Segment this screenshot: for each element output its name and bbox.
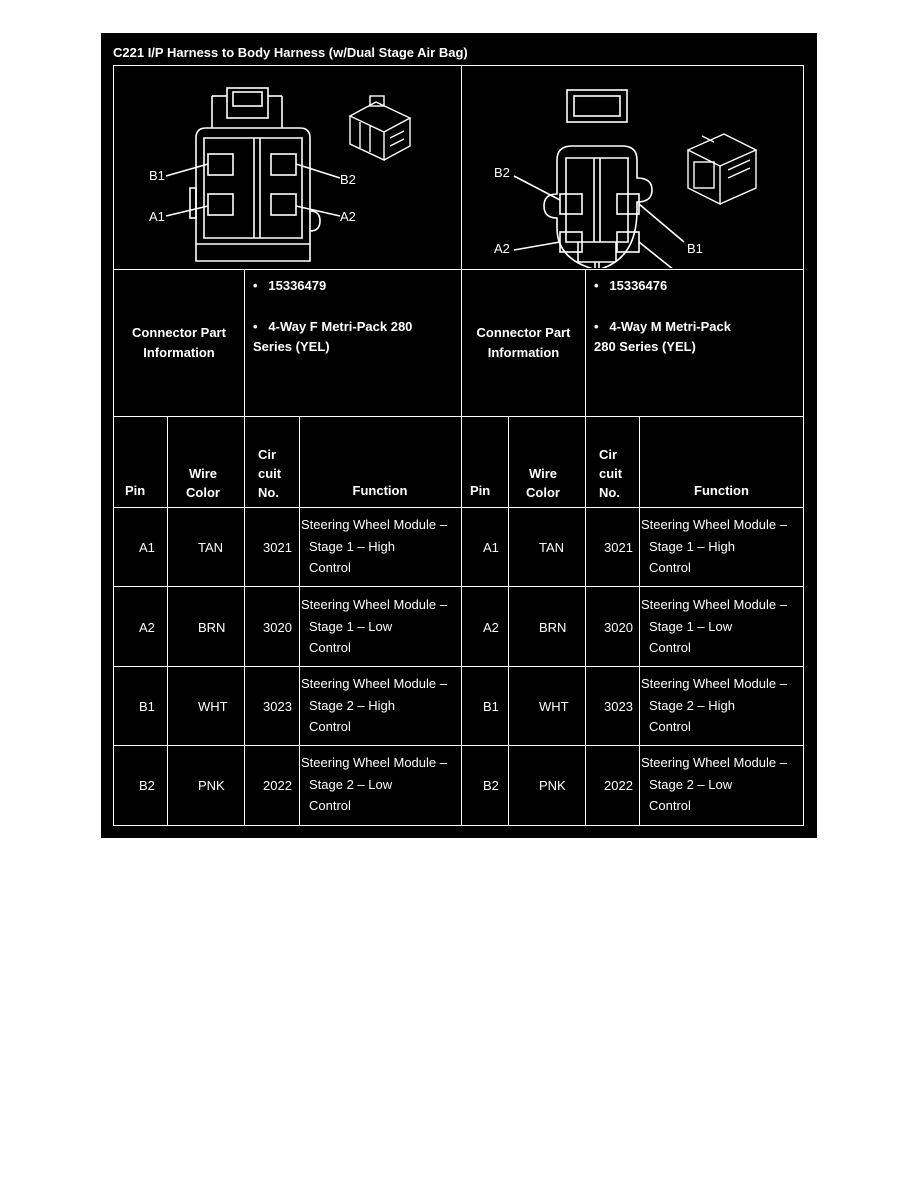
left-pin-label-b1: B1 [149, 168, 165, 183]
grid-line [244, 269, 245, 825]
grid-line [299, 416, 300, 825]
col-header-circuit: Cir cuit No. [258, 447, 282, 500]
right-part-number: • 15336476 [594, 278, 668, 293]
wire-color-cell: TAN [198, 540, 224, 555]
col-header-pin: Pin [125, 483, 146, 498]
wire-color-cell: WHT [539, 699, 569, 714]
left-part-info-label: Connector Part Information [132, 324, 226, 360]
pin-cell: A1 [139, 540, 155, 555]
circuit-cell: 3020 [604, 620, 633, 635]
pin-cell: B2 [139, 778, 155, 793]
right-pin-label-b2: B2 [494, 165, 510, 180]
right-pin-label-a2: A2 [494, 241, 510, 256]
sheet-title: C221 I/P Harness to Body Harness (w/Dual… [113, 45, 468, 60]
circuit-cell: 2022 [604, 778, 633, 793]
circuit-cell: 3020 [263, 620, 292, 635]
male-connector-thumbnail-icon [687, 133, 758, 206]
grid-line [113, 269, 804, 270]
right-pin-label-b1: B1 [687, 241, 703, 256]
col-header-pin: Pin [470, 483, 491, 498]
left-part-number: • 15336479 [253, 278, 327, 293]
left-pin-label-a1: A1 [149, 209, 165, 224]
circuit-cell: 3023 [604, 699, 633, 714]
pin-cell: B1 [139, 699, 155, 714]
male-connector-diagram: B2 A2 B1 A1 [494, 89, 758, 268]
grid-line [113, 65, 804, 66]
col-header-wire-color: Wire Color [186, 466, 220, 500]
grid-line [113, 666, 804, 667]
wire-color-cell: TAN [539, 540, 565, 555]
grid-line [113, 745, 804, 746]
circuit-cell: 2022 [263, 778, 292, 793]
col-header-function: Function [694, 483, 749, 498]
grid-line [639, 416, 640, 825]
connector-sheet: C221 I/P Harness to Body Harness (w/Dual… [101, 33, 817, 838]
left-pin-label-a2: A2 [340, 209, 356, 224]
wire-color-cell: WHT [198, 699, 228, 714]
grid-line [803, 65, 804, 825]
grid-line [508, 416, 509, 825]
wire-color-cell: BRN [198, 620, 226, 635]
wire-color-cell: PNK [539, 778, 566, 793]
circuit-cell: 3021 [604, 540, 633, 555]
col-header-circuit: Cir cuit No. [599, 447, 623, 500]
female-connector-diagram: B1 B2 A1 A2 [149, 87, 412, 262]
grid-line [113, 65, 114, 825]
pin-cell: A1 [483, 540, 499, 555]
female-connector-thumbnail-icon [348, 95, 412, 162]
grid-line [167, 416, 168, 825]
grid-line [113, 586, 804, 587]
grid-line [113, 416, 804, 417]
col-header-wire-color: Wire Color [526, 466, 560, 500]
col-header-function: Function [352, 483, 408, 498]
circuit-cell: 3023 [263, 699, 292, 714]
pin-cell: B2 [483, 778, 499, 793]
grid-line [113, 825, 804, 826]
wire-color-cell: BRN [539, 620, 567, 635]
circuit-cell: 3021 [263, 540, 292, 555]
wire-color-cell: PNK [198, 778, 225, 793]
grid-line [585, 269, 586, 825]
grid-line [113, 507, 804, 508]
right-part-desc: • 4-Way M Metri-Pack 280 Series (YEL) [594, 319, 731, 354]
grid-line [461, 65, 462, 825]
pin-cell: A2 [483, 620, 499, 635]
left-pin-label-b2: B2 [340, 172, 356, 187]
pin-cell: B1 [483, 699, 499, 714]
left-part-desc: • 4-Way F Metri-Pack 280 Series (YEL) [253, 319, 413, 354]
pin-cell: A2 [139, 620, 155, 635]
right-part-info-label: Connector Part Information [476, 324, 571, 360]
